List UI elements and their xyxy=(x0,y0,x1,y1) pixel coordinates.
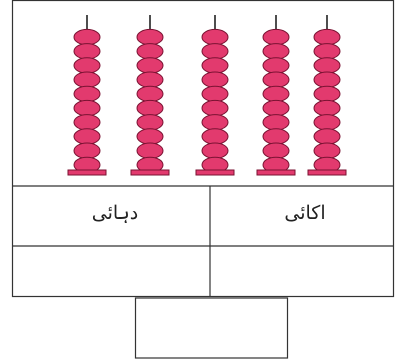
bead xyxy=(74,29,100,44)
bead xyxy=(137,72,163,87)
bead xyxy=(314,58,340,73)
bead xyxy=(314,72,340,87)
bead xyxy=(263,29,289,44)
bead xyxy=(263,44,289,59)
bead xyxy=(263,72,289,87)
ones-header: اکائی xyxy=(250,204,360,223)
bead xyxy=(202,143,228,158)
abacus-rods xyxy=(68,15,346,175)
bead xyxy=(202,129,228,144)
bead xyxy=(263,58,289,73)
bead xyxy=(314,86,340,101)
abacus-rod-1 xyxy=(68,15,106,175)
bead xyxy=(74,86,100,101)
bead xyxy=(137,44,163,59)
bead xyxy=(263,86,289,101)
bead xyxy=(137,29,163,44)
bead xyxy=(202,58,228,73)
bead xyxy=(263,115,289,130)
bead xyxy=(74,58,100,73)
bead xyxy=(202,44,228,59)
bead xyxy=(314,44,340,59)
bead xyxy=(202,72,228,87)
bead xyxy=(202,86,228,101)
tens-header: دہائی xyxy=(60,204,170,223)
abacus-rod-4 xyxy=(257,15,295,175)
bead xyxy=(74,100,100,115)
bead xyxy=(137,100,163,115)
bead xyxy=(137,58,163,73)
bead xyxy=(314,29,340,44)
answer-box[interactable] xyxy=(136,298,288,358)
bead xyxy=(314,129,340,144)
bead xyxy=(314,100,340,115)
bead xyxy=(74,44,100,59)
bead xyxy=(314,115,340,130)
bead xyxy=(74,143,100,158)
bead xyxy=(74,72,100,87)
bead xyxy=(137,129,163,144)
bead xyxy=(263,143,289,158)
bead xyxy=(74,129,100,144)
bead xyxy=(314,143,340,158)
bead xyxy=(137,86,163,101)
rod-base xyxy=(196,170,234,175)
bead xyxy=(137,115,163,130)
bead xyxy=(263,129,289,144)
rod-base xyxy=(68,170,106,175)
bead xyxy=(202,29,228,44)
rod-base xyxy=(257,170,295,175)
bead xyxy=(74,115,100,130)
rod-base xyxy=(308,170,346,175)
bead xyxy=(202,100,228,115)
bead xyxy=(263,100,289,115)
bead xyxy=(137,143,163,158)
bead xyxy=(202,115,228,130)
abacus-rod-5 xyxy=(308,15,346,175)
abacus-rod-3 xyxy=(196,15,234,175)
rod-base xyxy=(131,170,169,175)
abacus-rod-2 xyxy=(131,15,169,175)
